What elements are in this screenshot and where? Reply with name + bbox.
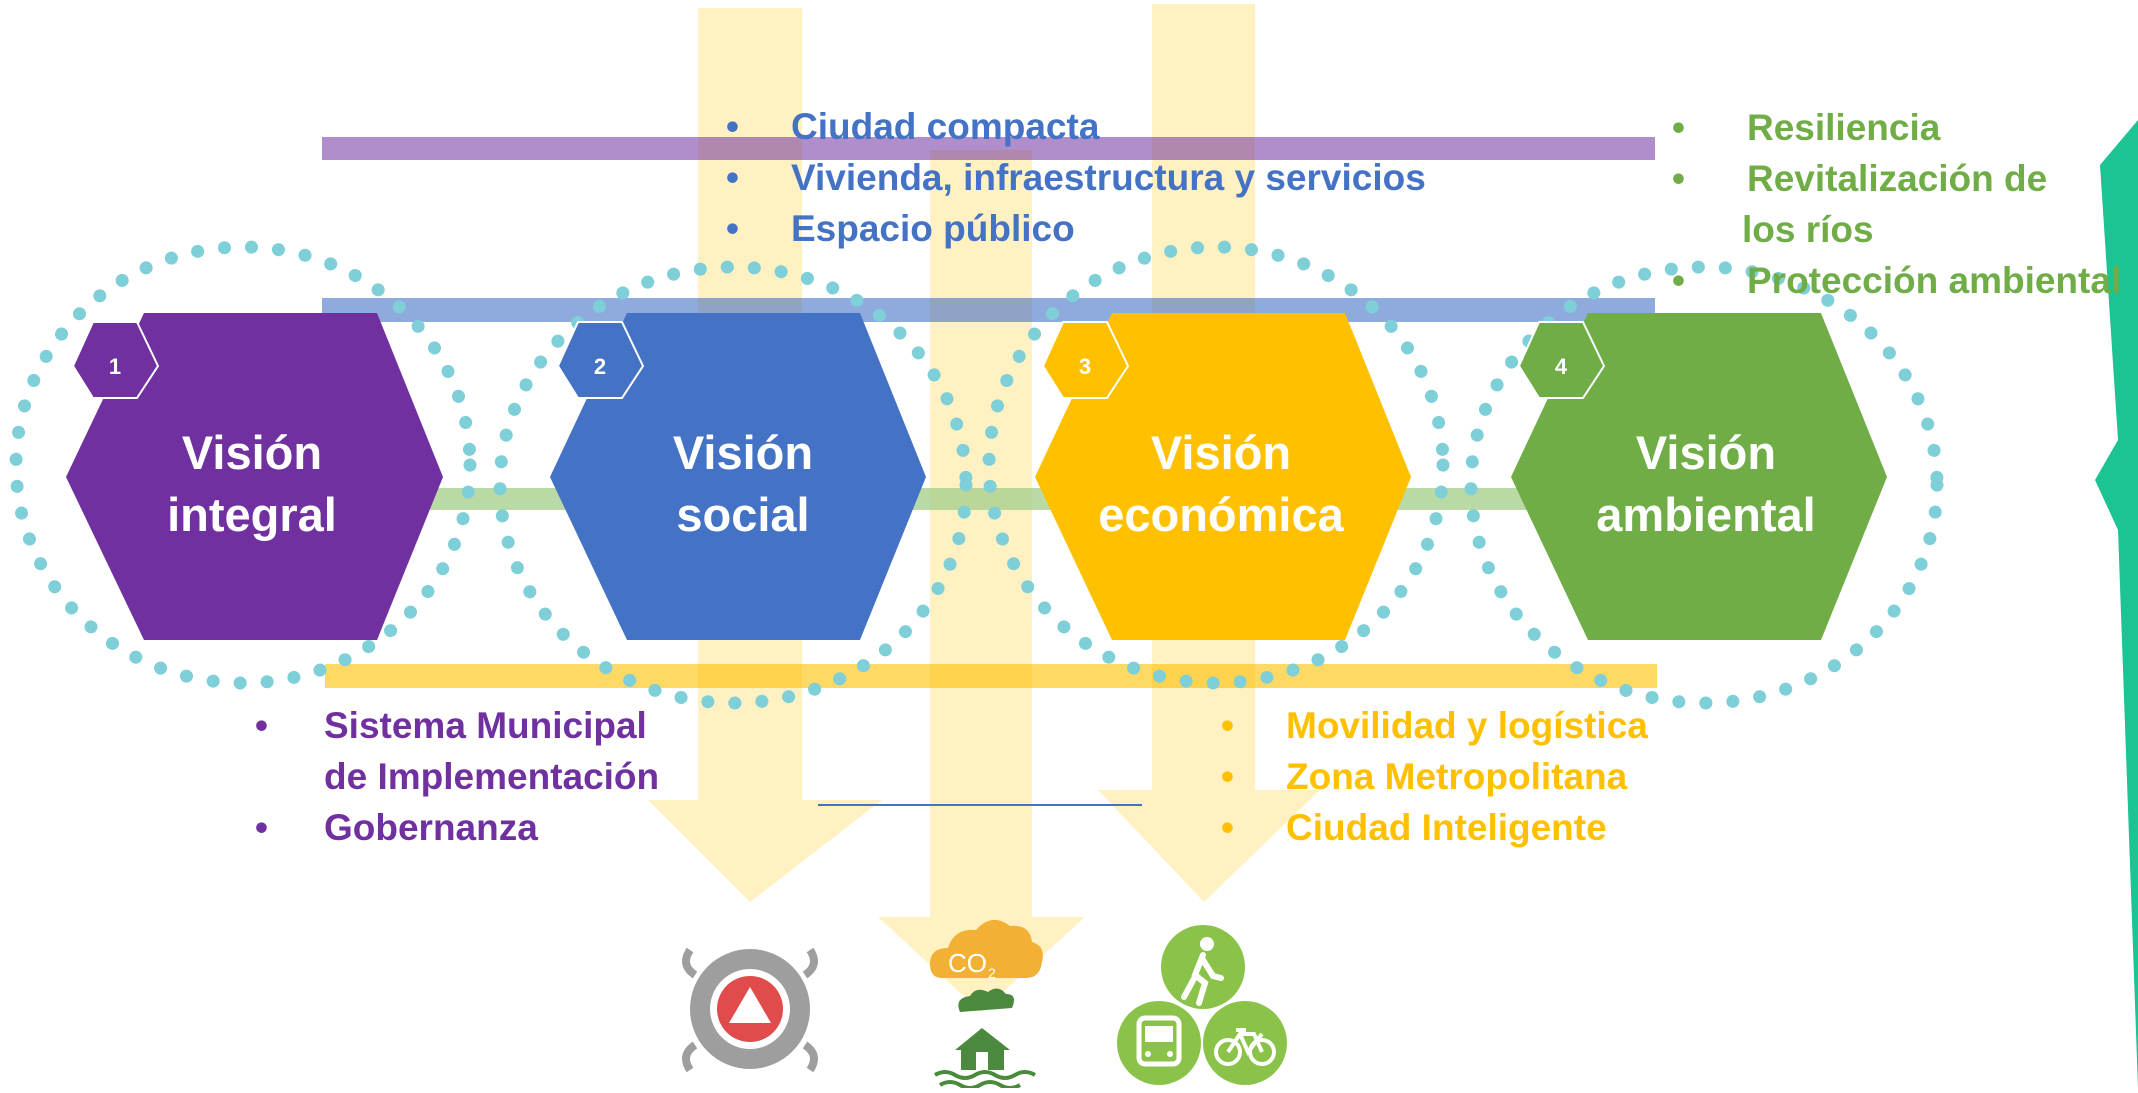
vision-economic-hexagon: 3 Visión económica (1035, 313, 1411, 640)
env-item-2b: los ríos (1742, 209, 1874, 250)
vision-title-2a: Visión (673, 426, 813, 479)
social-list: Ciudad compacta Vivienda, infraestructur… (726, 101, 1426, 254)
economic-item-2: Zona Metropolitana (1221, 751, 1648, 802)
pedestrian-icon (1161, 925, 1245, 1009)
economic-list: Movilidad y logística Zona Metropolitana… (1221, 700, 1648, 853)
badge-number-3: 3 (1079, 354, 1091, 379)
env-bullet-3: • (1672, 260, 1685, 301)
hexagon-shape-3 (1035, 313, 1411, 640)
vision-integral-hexagon: 1 Visión integral (66, 313, 443, 640)
vision-title-4a: Visión (1636, 426, 1776, 479)
economic-item-3: Ciudad Inteligente (1221, 802, 1648, 853)
social-item-3: Espacio público (726, 203, 1426, 254)
integral-item-1b: de Implementación (324, 756, 660, 797)
yellow-band (325, 664, 1657, 688)
bicycle-icon (1203, 1001, 1287, 1085)
integral-item-2: Gobernanza (324, 807, 538, 848)
badge-2 (556, 321, 645, 399)
economic-item-1: Movilidad y logística (1221, 700, 1648, 751)
integral-item-1: Sistema Municipal (324, 705, 647, 746)
dotted-circle-4 (1464, 260, 1944, 710)
blue-band (322, 298, 1655, 322)
civil-protection-icon (682, 947, 818, 1073)
vision-environmental-hexagon: 4 Visión ambiental (1511, 313, 1887, 640)
vision-title-2b: social (676, 488, 809, 541)
co2-cloud-icon: CO 2 (930, 919, 1043, 981)
env-item-2: Revitalización de (1747, 158, 2048, 199)
co2-subscript: 2 (988, 965, 996, 981)
vision-title-3b: económica (1098, 488, 1344, 541)
vision-social-hexagon: 2 Visión social (550, 313, 926, 640)
co2-label: CO (948, 948, 987, 978)
dotted-circle-2 (493, 260, 973, 710)
bus-icon (1117, 1001, 1201, 1085)
badge-number-1: 1 (109, 354, 121, 379)
badge-3 (1041, 321, 1130, 399)
env-bullet-2: • (1672, 158, 1685, 199)
badge-number-4: 4 (1555, 354, 1568, 379)
env-bullet-1: • (1672, 107, 1685, 148)
badge-1 (71, 321, 160, 399)
env-item-1: Resiliencia (1747, 107, 1941, 148)
teal-arrow-shape (2095, 120, 2138, 1088)
dotted-circle-1 (9, 240, 477, 690)
integral-bullet-2: • (255, 807, 268, 848)
env-item-3: Protección ambiental (1747, 260, 2122, 301)
dotted-circles (9, 240, 1944, 710)
integral-bullet-1: • (255, 705, 268, 746)
vision-title-1a: Visión (182, 426, 322, 479)
dotted-circle-3 (982, 240, 1450, 690)
social-item-1: Ciudad compacta (726, 101, 1426, 152)
hexagon-shape-4 (1511, 313, 1887, 640)
flooded-house-icon (933, 988, 1037, 1090)
vision-title-4b: ambiental (1596, 488, 1815, 541)
hexagon-shape-2 (550, 313, 926, 640)
vision-title-1b: integral (167, 488, 337, 541)
hexagon-shape-1 (66, 313, 443, 640)
social-item-2: Vivienda, infraestructura y servicios (726, 152, 1426, 203)
arrow-center-down (878, 150, 1085, 1012)
badge-number-2: 2 (594, 354, 606, 379)
badge-4 (1517, 321, 1606, 399)
vision-title-3a: Visión (1151, 426, 1291, 479)
